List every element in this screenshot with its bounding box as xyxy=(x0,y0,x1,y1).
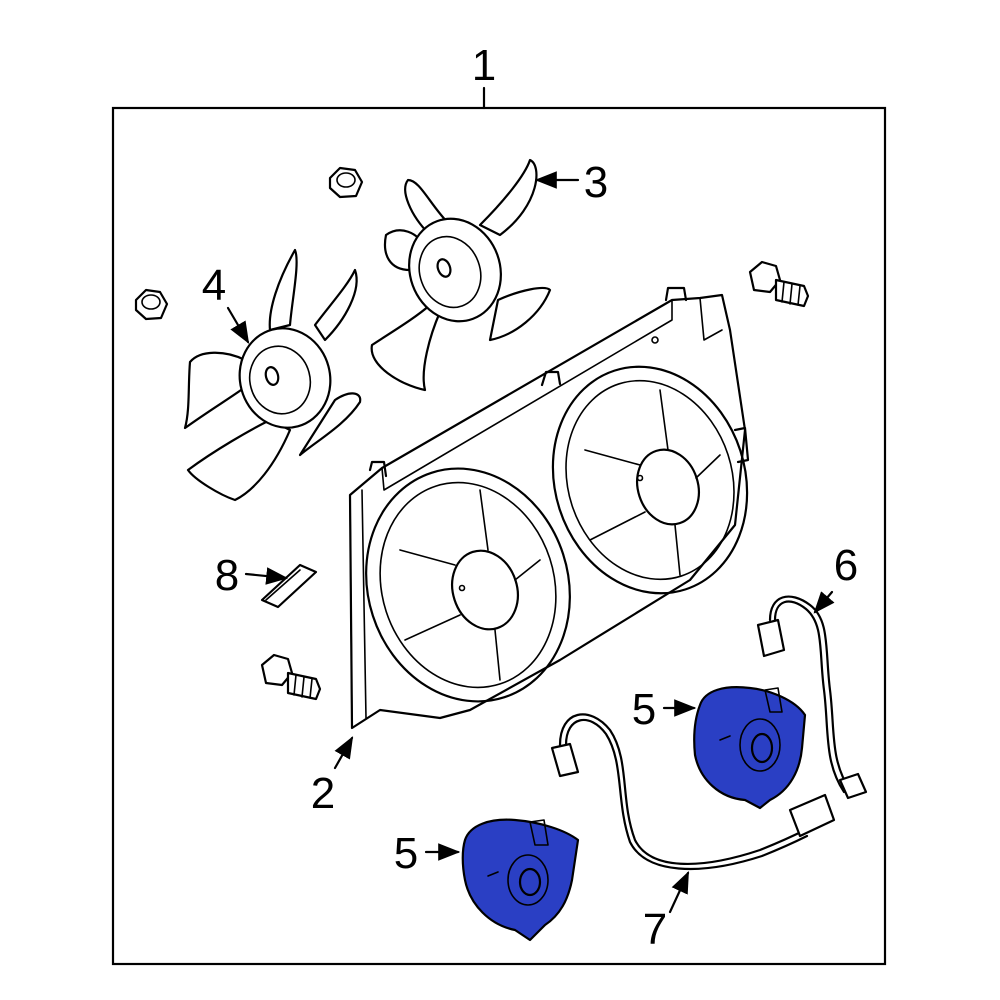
callout-3-label[interactable]: 3 xyxy=(584,158,608,207)
callout-8-label[interactable]: 8 xyxy=(215,551,239,600)
callout-1-label[interactable]: 1 xyxy=(472,41,496,90)
callout-7-label[interactable]: 7 xyxy=(643,905,667,954)
fan-shroud[interactable] xyxy=(336,286,775,730)
nut-lower[interactable] xyxy=(134,288,169,321)
callout-2-label[interactable]: 2 xyxy=(311,769,335,818)
wire-harness-upper[interactable] xyxy=(756,595,868,800)
bolt-upper-right[interactable] xyxy=(748,260,810,308)
fan-motor-lower[interactable] xyxy=(461,818,580,942)
callout-5a-label[interactable]: 5 xyxy=(632,685,656,734)
fan-blade-left[interactable] xyxy=(183,248,362,502)
assembly-frame xyxy=(111,106,887,966)
callout-8-arrow xyxy=(244,567,289,585)
callout-5b-label[interactable]: 5 xyxy=(394,829,418,878)
callout-7-arrow xyxy=(668,871,690,914)
callout-4-label[interactable]: 4 xyxy=(202,261,226,310)
seal-strip[interactable] xyxy=(260,563,318,609)
callout-4-arrow xyxy=(226,306,250,344)
wire-harness-lower[interactable] xyxy=(550,713,836,870)
callout-2-arrow xyxy=(333,736,354,770)
nut-upper[interactable] xyxy=(328,166,364,199)
bolt-lower-left[interactable] xyxy=(260,653,322,701)
motor-upper-body xyxy=(693,686,807,810)
fan-blade-right[interactable] xyxy=(370,158,552,392)
callout-6-label[interactable]: 6 xyxy=(834,541,858,590)
callout-6-arrow xyxy=(813,590,835,614)
fan-motor-upper[interactable] xyxy=(693,686,807,810)
